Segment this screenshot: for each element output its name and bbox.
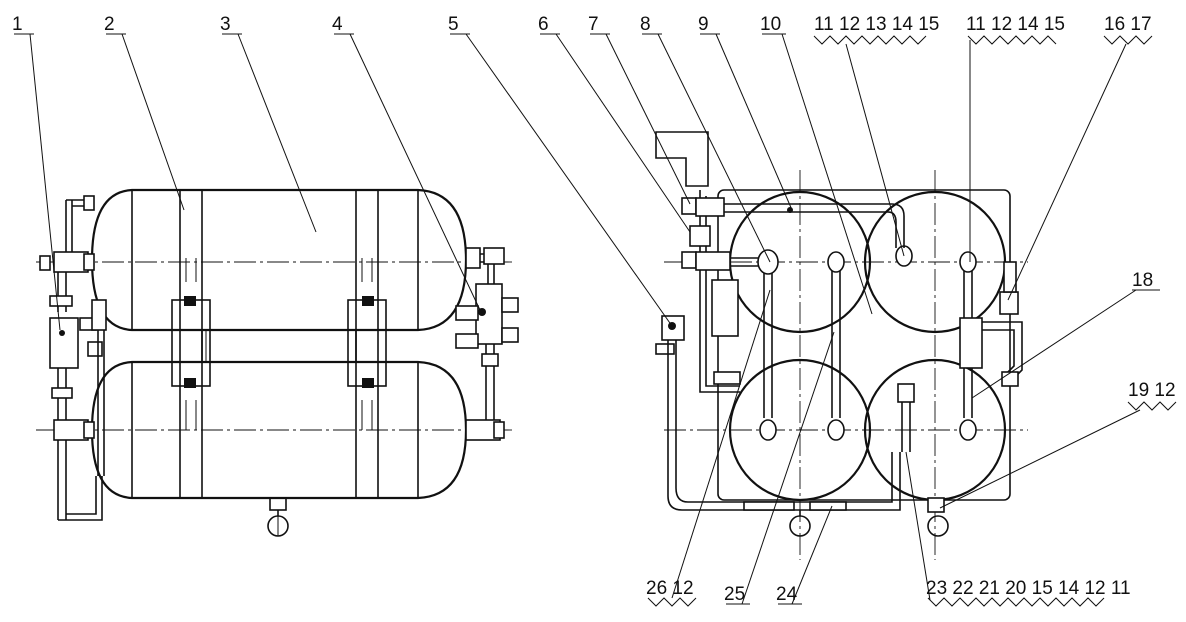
pressure-regulator — [49, 317, 79, 369]
right-piping — [455, 247, 519, 441]
cylinder-pipes — [757, 245, 983, 452]
callout-1: 1 — [12, 14, 23, 35]
callout-8: 8 — [640, 14, 651, 35]
callout-10: 10 — [760, 14, 781, 35]
callout-4: 4 — [332, 14, 343, 35]
upper-tank — [90, 188, 468, 332]
leader-lines — [14, 33, 1177, 607]
callout-2: 2 — [104, 14, 115, 35]
callout-3: 3 — [220, 14, 231, 35]
callout-group-19-12: 19 12 — [1128, 380, 1176, 401]
callout-7: 7 — [588, 14, 599, 35]
side-piping — [982, 261, 1023, 387]
left-piping — [39, 195, 107, 521]
strap-band-right — [355, 189, 379, 499]
mounting-bracket — [655, 131, 741, 393]
callout-25: 25 — [724, 584, 745, 605]
callout-5: 5 — [448, 14, 459, 35]
left-view — [36, 188, 519, 537]
callout-group-23-11: 23 22 21 20 15 14 12 11 — [926, 578, 1131, 599]
callout-18: 18 — [1132, 270, 1153, 291]
callout-group-26-12: 26 12 — [646, 578, 694, 599]
callout-group-11-15-b: 11 12 14 15 — [966, 14, 1065, 35]
strap-band-left — [179, 189, 203, 499]
right-view — [655, 131, 1028, 560]
callout-group-16-17: 16 17 — [1104, 14, 1152, 35]
callout-labels: 1 2 3 4 5 6 7 8 9 10 11 12 13 14 15 11 1… — [12, 14, 1176, 605]
callout-9: 9 — [698, 14, 709, 35]
bottom-drains — [789, 497, 949, 537]
callout-group-11-15: 11 12 13 14 15 — [814, 14, 939, 35]
callout-24: 24 — [776, 584, 798, 605]
left-side-piping — [655, 315, 901, 511]
top-piping — [681, 197, 905, 271]
lower-tank — [90, 360, 468, 500]
callout-6: 6 — [538, 14, 549, 35]
cross-member — [171, 296, 387, 388]
drain-valve — [267, 497, 289, 537]
frame-outline — [717, 189, 1011, 501]
